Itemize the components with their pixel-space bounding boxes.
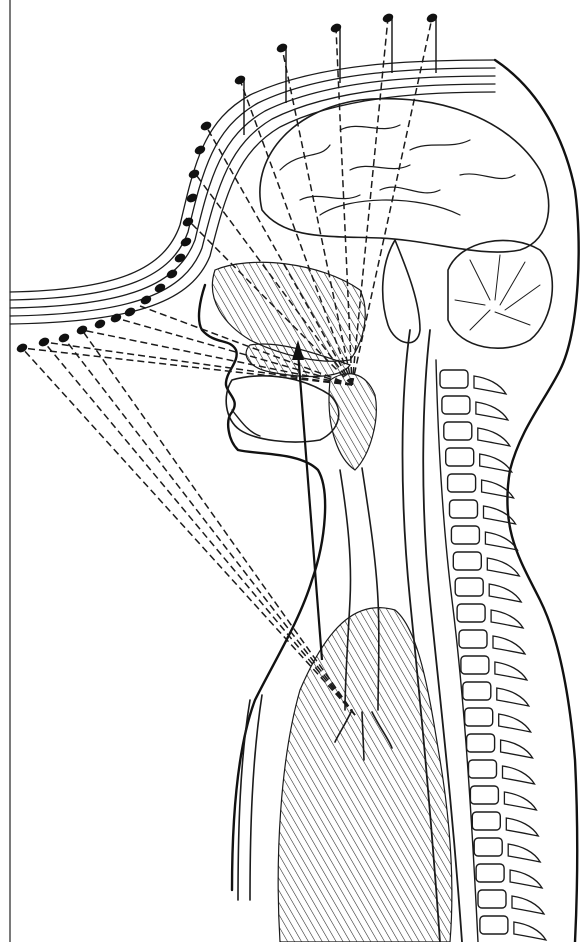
vertebra: [444, 422, 472, 440]
spinous-process: [512, 896, 544, 914]
note-head: [181, 216, 194, 228]
vertebra: [440, 370, 468, 388]
vertebra: [450, 500, 478, 518]
note-head: [75, 324, 88, 336]
vertebra: [453, 552, 481, 570]
vertebra: [467, 734, 495, 752]
vertebra: [465, 708, 493, 726]
spinous-process: [487, 558, 519, 576]
spinous-process: [497, 688, 529, 706]
epiglottis: [329, 374, 376, 470]
vertebra: [476, 864, 504, 882]
spinous-process: [501, 740, 533, 758]
note-head: [37, 336, 50, 348]
sternum: [238, 695, 262, 900]
vertebra: [474, 838, 502, 856]
spinous-process: [474, 376, 506, 394]
note-head: [193, 144, 206, 156]
note-head: [57, 332, 70, 344]
spinous-process: [506, 818, 538, 836]
vertebra: [448, 474, 476, 492]
cerebellum: [448, 240, 552, 348]
note-head: [123, 306, 136, 318]
spinous-process: [510, 870, 542, 888]
brain: [260, 99, 549, 252]
vertebra: [472, 812, 500, 830]
spinous-process: [480, 454, 512, 472]
vertebra: [461, 656, 489, 674]
vertebra: [469, 760, 497, 778]
spinous-process: [489, 584, 521, 602]
vertebra: [451, 526, 479, 544]
vertebra: [470, 786, 498, 804]
vertebra: [455, 578, 483, 596]
spinous-process: [499, 714, 531, 732]
note-head: [199, 120, 212, 132]
spinous-process: [493, 636, 525, 654]
spinous-process: [503, 766, 535, 784]
spinous-process: [478, 428, 510, 446]
spinous-process: [514, 922, 546, 940]
spinous-process: [508, 844, 540, 862]
vertebra: [446, 448, 474, 466]
vertebra: [459, 630, 487, 648]
spinous-process: [504, 792, 536, 810]
brainstem: [383, 240, 420, 343]
spinous-process: [491, 610, 523, 628]
vertebra: [463, 682, 491, 700]
vertebra: [480, 916, 508, 934]
spinous-process: [476, 402, 508, 420]
note-head: [93, 318, 106, 330]
mouth: [226, 376, 339, 442]
note-head: [165, 268, 178, 280]
vertebra: [478, 890, 506, 908]
spinous-process: [495, 662, 527, 680]
projection-lines-lower: [22, 306, 355, 715]
spinous-process: [484, 506, 516, 524]
vertebra: [457, 604, 485, 622]
vertebra: [442, 396, 470, 414]
